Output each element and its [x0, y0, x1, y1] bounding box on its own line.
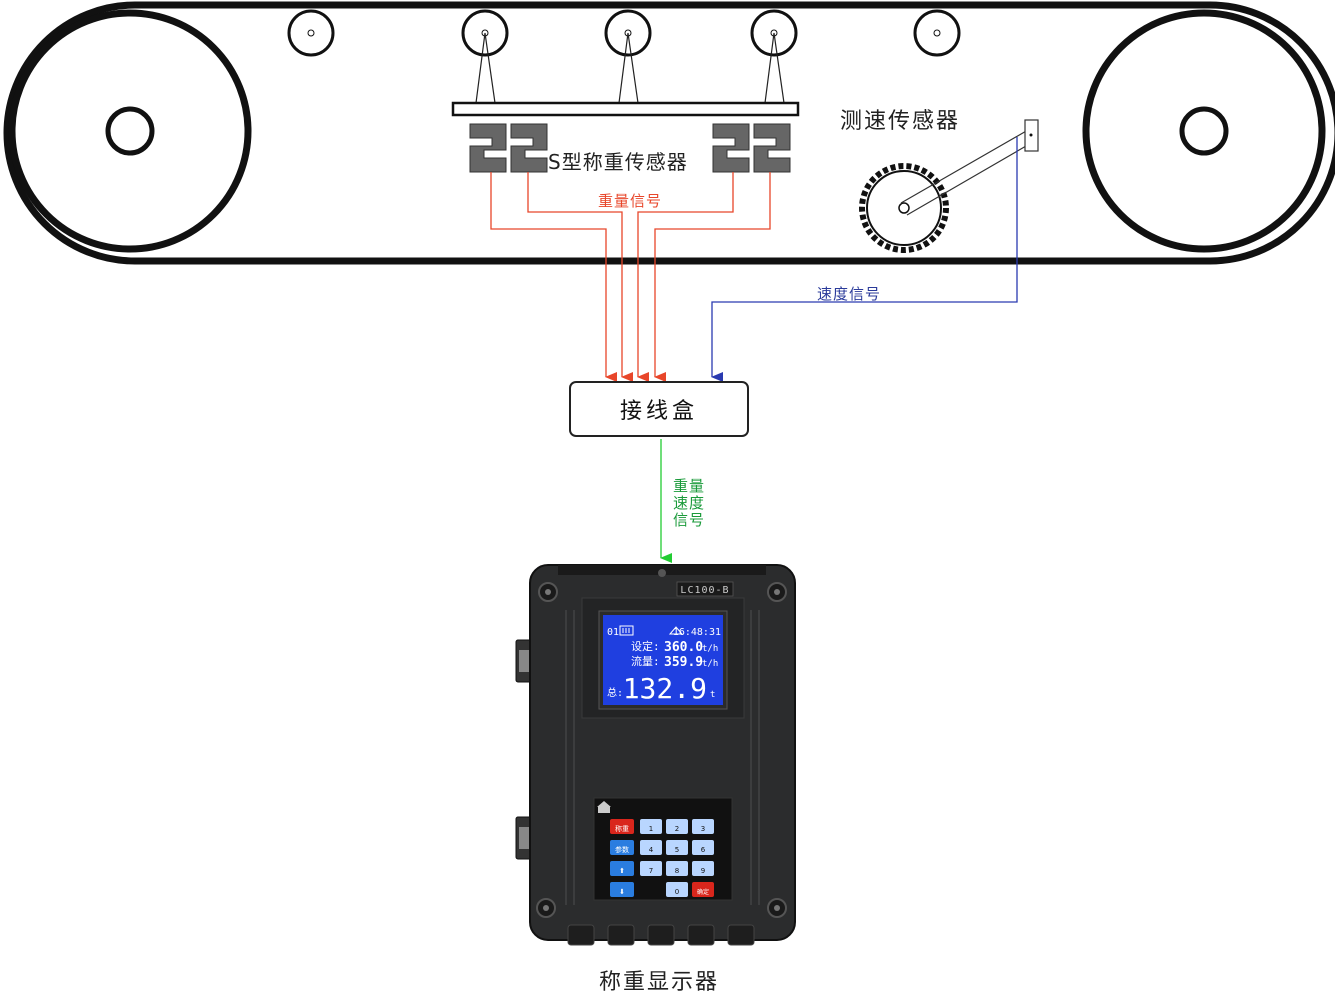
lcd-set-value: 360.0 — [664, 640, 703, 655]
keypad-key-7[interactable]: 7 — [640, 861, 662, 876]
keypad-key-4[interactable]: 4 — [640, 840, 662, 855]
combined-signal-line-1: 重量 — [673, 477, 706, 495]
keypad-left-key-3[interactable]: ⬆ — [610, 861, 634, 876]
speed-sensor-label: 测速传感器 — [840, 109, 961, 134]
lcd-flow-label: 流量: — [631, 654, 660, 668]
speed-signal-label: 速度信号 — [817, 285, 882, 303]
keypad-left-key-1[interactable]: 称重 — [610, 819, 634, 834]
keypad-key-9[interactable]: 9 — [692, 861, 714, 876]
lcd-set-unit: t/h — [702, 644, 718, 654]
keypad-key-5[interactable]: 5 — [666, 840, 688, 855]
keypad-key-0[interactable]: 0 — [666, 882, 688, 897]
lcd-total-label: 总: — [607, 686, 623, 699]
weight-signal-label: 重量信号 — [598, 192, 663, 210]
keypad-key-6[interactable]: 6 — [692, 840, 714, 855]
keypad-left-key-2[interactable]: 参数 — [610, 840, 634, 855]
display-label: 称重显示器 — [599, 970, 720, 995]
idler-rollers — [287, 9, 961, 104]
keypad-key-8-label: 8 — [675, 867, 679, 875]
keypad-key-1-label: 1 — [649, 825, 653, 833]
left-drum-hub — [105, 106, 155, 156]
keypad-key-2-label: 2 — [675, 825, 679, 833]
conveyor-belt — [3, 1, 1335, 265]
keypad-left-key-1-label: 称重 — [615, 824, 629, 833]
lcd-flow-value: 359.9 — [664, 655, 703, 670]
keypad-enter-key-label: 确定 — [697, 888, 709, 896]
keypad-left-key-4-label: ⬇ — [619, 888, 625, 896]
keypad-enter-key[interactable]: 确定 — [692, 882, 714, 897]
keypad-left-key-4[interactable]: ⬇ — [610, 882, 634, 897]
lock-icon — [668, 626, 684, 635]
lcd-channel: 01 — [607, 627, 619, 638]
keypad-left-key-2-label: 参数 — [615, 845, 629, 854]
keypad-key-5-label: 5 — [675, 846, 679, 854]
keypad-key-0-label: 0 — [675, 888, 679, 896]
weight-signal-wires — [490, 172, 771, 382]
battery-icon — [619, 625, 634, 636]
s-load-cell-left — [469, 123, 548, 173]
keypad-key-7-label: 7 — [649, 867, 653, 875]
speed-signal-wire — [711, 137, 1018, 382]
lcd-flow-unit: t/h — [702, 659, 718, 669]
s-sensor-label: S型称重传感器 — [548, 150, 688, 174]
weigh-frame — [451, 101, 800, 117]
weighing-indicator: LC100-B 01 16:48:31 设定: 360.0 t/h 流量: 35… — [515, 564, 796, 946]
combined-signal-line-2: 速度 — [673, 494, 706, 512]
keypad-key-3-label: 3 — [701, 825, 705, 833]
keypad-key-4-label: 4 — [649, 846, 654, 854]
cable-glands — [567, 924, 755, 946]
model-label: LC100-B — [680, 585, 729, 596]
keypad-key-1[interactable]: 1 — [640, 819, 662, 834]
keypad-left-key-3-label: ⬆ — [619, 867, 625, 875]
logo-icon — [597, 801, 611, 813]
s-load-cell-right — [712, 123, 791, 173]
lcd-total-value: 132.9 — [623, 672, 707, 705]
keypad-key-9-label: 9 — [701, 867, 705, 875]
keypad-key-8[interactable]: 8 — [666, 861, 688, 876]
speed-sensor — [859, 119, 1039, 253]
lcd-total-unit: t — [710, 690, 715, 700]
combined-signal-line-3: 信号 — [673, 511, 706, 529]
junction-box-label: 接线盒 — [619, 399, 698, 424]
keypad-key-2[interactable]: 2 — [666, 819, 688, 834]
right-drum-hub — [1179, 106, 1229, 156]
junction-box: 接线盒 — [569, 381, 749, 437]
combined-signal-label: 重量 速度 信号 — [673, 478, 705, 529]
keypad-key-6-label: 6 — [701, 846, 706, 854]
lcd-set-label: 设定: — [631, 639, 660, 653]
lcd-time: 16:48:31 — [673, 627, 721, 638]
keypad-key-3[interactable]: 3 — [692, 819, 714, 834]
